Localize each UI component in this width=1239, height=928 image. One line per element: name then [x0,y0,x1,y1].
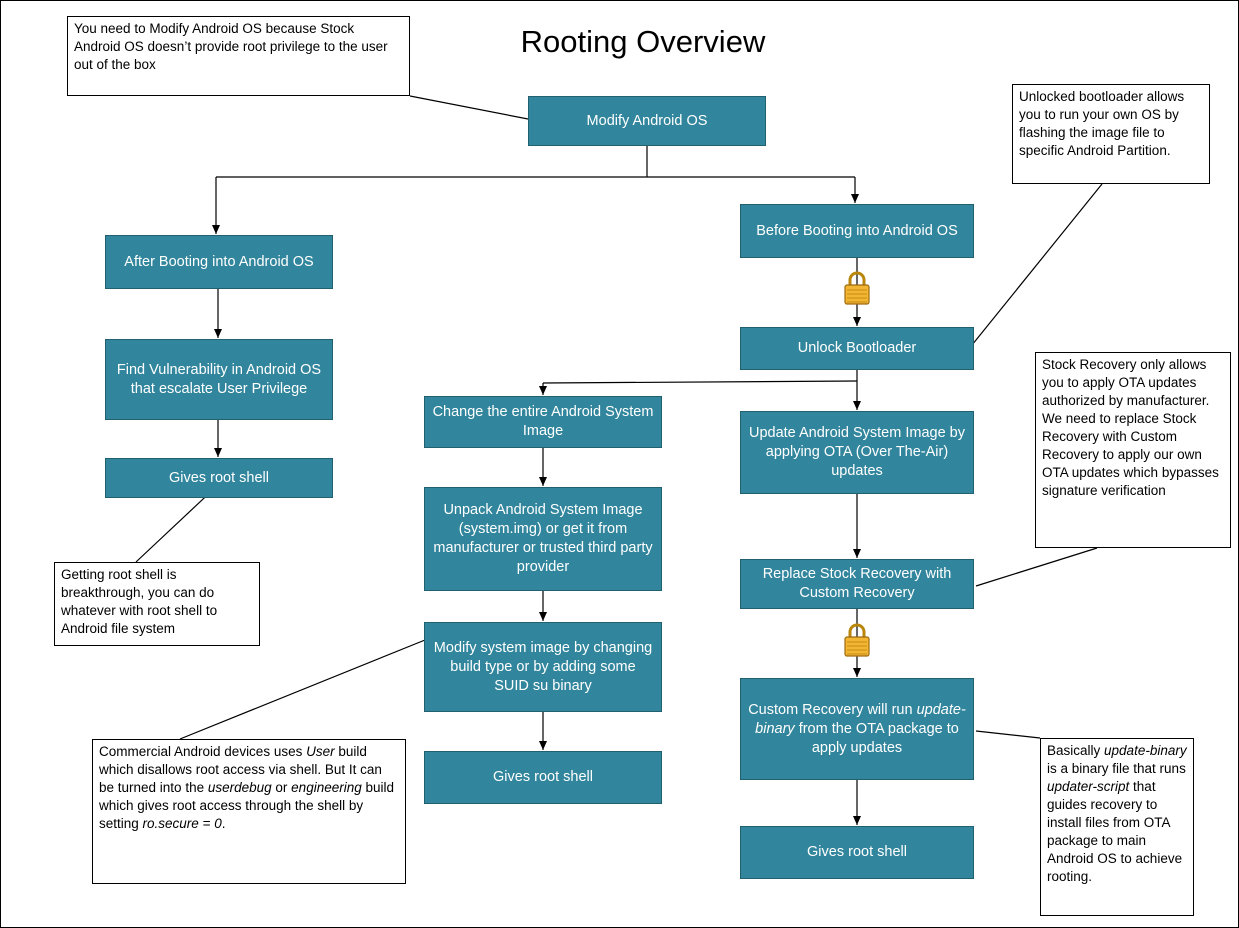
node-change-system-image: Change the entire Android System Image [424,396,662,448]
note-stock-recovery: Stock Recovery only allows you to apply … [1035,352,1231,548]
node-gives-root-shell-mid: Gives root shell [424,751,662,804]
node-custom-recovery-em: update-binary [755,701,966,737]
note-build-type-em: User [306,744,335,759]
note-root-shell: Getting root shell is breakthrough, you … [54,562,260,646]
note-build-type-text: Commercial Android devices uses [99,744,307,759]
note-build-type-text: build which disallows root access via sh… [99,744,382,795]
node-before-booting: Before Booting into Android OS [740,204,974,258]
node-unpack-system-image: Unpack Android System Image (system.img)… [424,487,662,591]
note-update-binary: Basically update-binary is a binary file… [1040,738,1194,916]
node-unlock-bootloader: Unlock Bootloader [740,327,974,370]
note-update-binary-text: is a binary file that runs [1047,761,1186,776]
note-build-type-em: userdebug [207,780,272,795]
node-custom-recovery-post: from the OTA package to apply updates [794,720,959,756]
node-after-booting: After Booting into Android OS [105,235,333,289]
note-update-binary-text: that guides recovery to install files fr… [1047,779,1183,884]
note-build-type-em: ro.secure = 0 [142,816,222,831]
node-custom-recovery: Custom Recovery will run update-binary f… [740,678,974,780]
node-gives-root-shell-right: Gives root shell [740,826,974,879]
note-update-binary-text: Basically [1047,743,1105,758]
note-build-type-text: build which gives root access through th… [99,780,395,831]
note-build-type-text: . [221,816,226,831]
note-update-binary-em: updater-script [1047,779,1130,794]
node-custom-recovery-pre: Custom Recovery will run [748,701,917,718]
lock-icon [844,271,870,305]
note-update-binary-em: update-binary [1104,743,1187,758]
node-modify-android-os: Modify Android OS [528,96,766,146]
node-update-ota: Update Android System Image by applying … [740,411,974,494]
note-build-type: Commercial Android devices uses User bui… [92,739,406,884]
node-modify-system-image: Modify system image by changing build ty… [424,622,662,712]
node-replace-recovery: Replace Stock Recovery with Custom Recov… [740,559,974,609]
note-build-type-em: engineering [291,780,362,795]
lock-icon [844,623,870,657]
note-modify-reason: You need to Modify Android OS because St… [67,16,410,96]
page-title: Rooting Overview [520,24,766,59]
note-build-type-text: or [271,780,292,795]
node-gives-root-shell-left: Gives root shell [105,458,333,498]
node-custom-recovery-text: Custom Recovery will run update-binary f… [747,701,967,758]
note-bootloader: Unlocked bootloader allows you to run yo… [1012,84,1210,184]
node-find-vulnerability: Find Vulnerability in Android OS that es… [105,339,333,420]
